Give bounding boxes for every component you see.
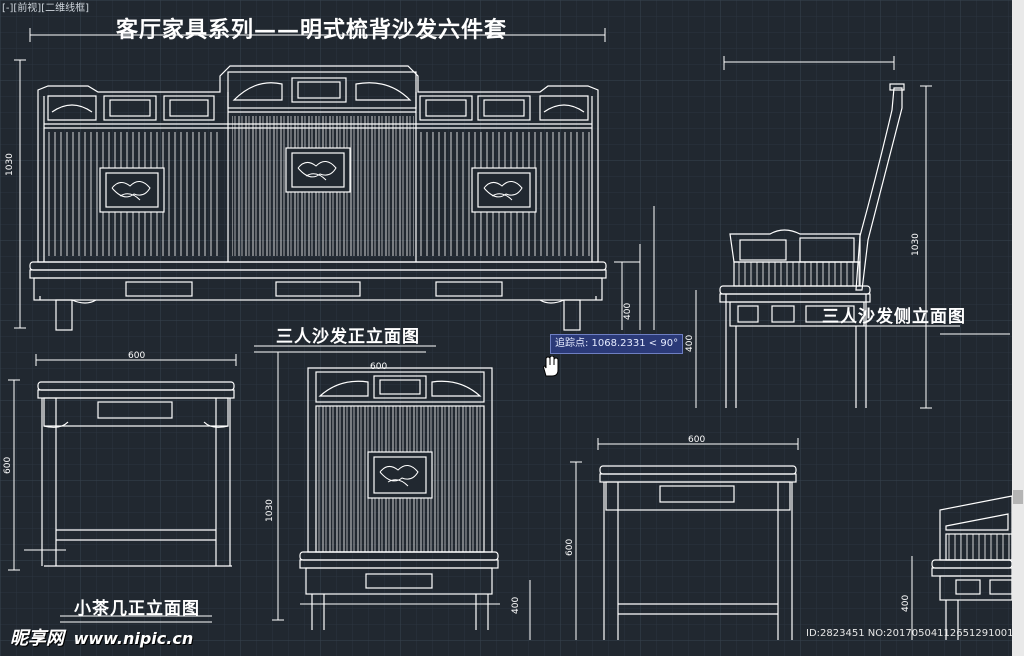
dim-table2-width: 600: [688, 435, 705, 445]
image-id-line: ID:2823451 NO:20170504112651291001: [806, 628, 1014, 639]
vertical-scrollbar[interactable]: [1012, 0, 1024, 656]
table-front-title: 小茶几正立面图: [74, 599, 200, 619]
viewport-label[interactable]: [-][前视][二维线框]: [2, 3, 90, 14]
table-front-elevation[interactable]: [8, 354, 237, 571]
sofa-side-elevation[interactable]: [695, 56, 1010, 409]
scrollbar-thumb[interactable]: [1013, 490, 1023, 504]
pan-hand-cursor-icon: [543, 356, 559, 377]
sofa-side-title: 三人沙发侧立面图: [822, 307, 966, 327]
table-front-elevation-right[interactable]: [529, 438, 799, 640]
dim-sofa-height: 1030: [5, 153, 15, 176]
sofa-front-title: 三人沙发正立面图: [276, 327, 420, 347]
dim-table2-height: 600: [565, 539, 575, 556]
watermark-url: www.nipic.cn: [73, 629, 194, 648]
dim-chair-width: 600: [370, 362, 387, 372]
dim-chair-height: 1030: [265, 499, 275, 522]
dim-corner-low: 400: [901, 595, 911, 612]
dim-side-height: 1030: [911, 233, 921, 256]
dim-table2-low: 400: [511, 597, 521, 614]
watermark: 昵享网 www.nipic.cn: [10, 624, 193, 650]
watermark-logo: 昵享网: [10, 628, 64, 649]
chair-front-elevation[interactable]: [254, 345, 500, 630]
main-title: 客厅家具系列——明式梳背沙发六件套: [116, 17, 508, 43]
dim-table-width: 600: [128, 351, 145, 361]
tracking-tooltip: 追踪点: 1068.2331 < 90°: [550, 334, 684, 354]
dim-seat-height: 400: [623, 303, 633, 320]
dim-side-seat-height: 400: [685, 335, 695, 352]
dim-table-height: 600: [3, 457, 13, 474]
sofa-front-elevation[interactable]: [14, 28, 655, 331]
